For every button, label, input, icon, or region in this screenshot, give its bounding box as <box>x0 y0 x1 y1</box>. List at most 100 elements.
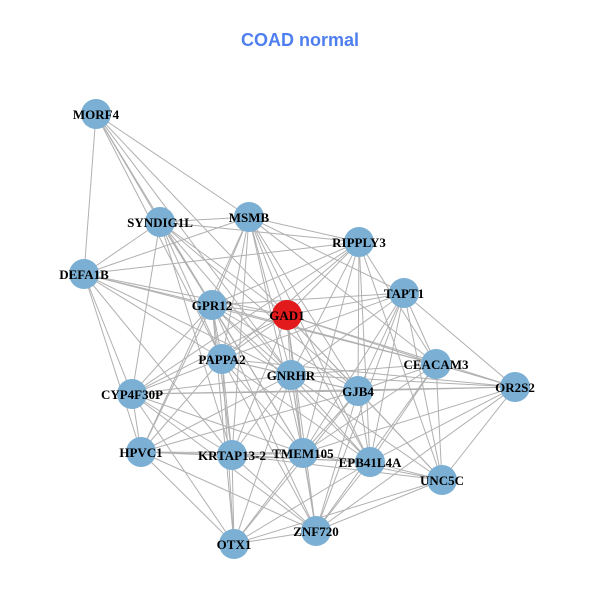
node-label: GAD1 <box>269 308 304 323</box>
edge-TAPT1-TMEM105 <box>302 292 405 454</box>
node-OR2S2[interactable] <box>500 372 530 402</box>
edge-OR2S2-ZNF720 <box>315 386 516 532</box>
edge-TAPT1-GAD1 <box>286 292 405 316</box>
edge-MSMB-HPVC1 <box>140 216 250 453</box>
node-UNC5C[interactable] <box>427 465 457 495</box>
edge-DEFA1B-PAPPA2 <box>83 273 223 360</box>
edge-RIPPLY3-TMEM105 <box>302 241 360 454</box>
edge-UNC5C-ZNF720 <box>315 479 443 532</box>
edge-MSMB-GJB4 <box>248 216 359 392</box>
edge-OR2S2-UNC5C <box>441 386 516 481</box>
edge-EPB41L4A-OTX1 <box>233 461 371 545</box>
edge-KRTAP13-2-UNC5C <box>231 454 443 481</box>
edge-MORF4-MSMB <box>95 113 250 218</box>
edge-TAPT1-UNC5C <box>403 292 443 481</box>
node-label: MSMB <box>229 210 270 225</box>
node-HPVC1[interactable] <box>126 437 156 467</box>
edge-GNRHR-OR2S2 <box>290 374 516 388</box>
edge-MSMB-DEFA1B <box>83 216 250 275</box>
edge-MSMB-KRTAP13-2 <box>231 216 250 456</box>
node-GPR12[interactable] <box>197 290 227 320</box>
edge-GPR12-OTX1 <box>211 304 235 545</box>
node-GAD1[interactable] <box>272 300 302 330</box>
node-OTX1[interactable] <box>219 529 249 559</box>
node-DEFA1B[interactable] <box>69 259 99 289</box>
edge-RIPPLY3-GAD1 <box>286 241 360 316</box>
edge-SYNDIG1L-CYP4F30P <box>131 221 161 395</box>
node-CYP4F30P[interactable] <box>117 379 147 409</box>
edge-SYNDIG1L-RIPPLY3 <box>159 221 360 243</box>
node-MORF4[interactable] <box>81 99 111 129</box>
edge-MSMB-GPR12 <box>211 216 250 306</box>
edge-CYP4F30P-TMEM105 <box>131 393 304 454</box>
edge-GJB4-OTX1 <box>233 390 359 545</box>
node-RIPPLY3[interactable] <box>344 227 374 257</box>
node-label: GPR12 <box>192 298 232 313</box>
edge-RIPPLY3-GPR12 <box>211 241 360 306</box>
node-label: UNC5C <box>420 473 464 488</box>
node-label: CEACAM3 <box>404 357 469 372</box>
edge-GJB4-UNC5C <box>357 390 443 481</box>
node-EPB41L4A[interactable] <box>355 447 385 477</box>
edge-GPR12-CYP4F30P <box>131 304 213 395</box>
edge-MORF4-DEFA1B <box>83 113 97 275</box>
edge-GJB4-HPVC1 <box>140 390 359 453</box>
edge-CYP4F30P-KRTAP13-2 <box>131 393 233 456</box>
edge-GAD1-ZNF720 <box>286 314 317 532</box>
edge-GNRHR-OTX1 <box>233 374 292 545</box>
node-GNRHR[interactable] <box>276 360 306 390</box>
node-CEACAM3[interactable] <box>421 349 451 379</box>
node-MSMB[interactable] <box>234 202 264 232</box>
edge-PAPPA2-CYP4F30P <box>131 358 223 395</box>
edge-MSMB-GAD1 <box>248 216 288 316</box>
node-label: TMEM105 <box>272 446 334 461</box>
node-label: GJB4 <box>342 384 374 399</box>
edge-RIPPLY3-EPB41L4A <box>358 241 371 463</box>
node-GJB4[interactable] <box>343 376 373 406</box>
node-label: PAPPA2 <box>198 352 245 367</box>
edge-GNRHR-UNC5C <box>290 374 443 481</box>
edge-CYP4F30P-OTX1 <box>131 393 235 545</box>
edge-RIPPLY3-DEFA1B <box>83 241 360 275</box>
edge-CEACAM3-EPB41L4A <box>369 363 437 463</box>
edge-TAPT1-GPR12 <box>211 292 405 306</box>
node-label: TAPT1 <box>384 286 424 301</box>
edge-PAPPA2-ZNF720 <box>221 358 317 532</box>
node-PAPPA2[interactable] <box>207 344 237 374</box>
node-ZNF720[interactable] <box>301 516 331 546</box>
edge-GNRHR-HPVC1 <box>140 374 292 453</box>
node-label: GNRHR <box>267 368 316 383</box>
edge-GPR12-GNRHR <box>211 304 292 376</box>
edge-SYNDIG1L-GAD1 <box>159 221 288 316</box>
node-label: HPVC1 <box>119 445 162 460</box>
node-TAPT1[interactable] <box>389 278 419 308</box>
edge-RIPPLY3-CYP4F30P <box>131 241 360 395</box>
edge-MSMB-TAPT1 <box>248 216 405 294</box>
node-label: ZNF720 <box>293 524 339 539</box>
node-SYNDIG1L[interactable] <box>145 207 175 237</box>
node-KRTAP13-2[interactable] <box>217 440 247 470</box>
node-label: DEFA1B <box>59 267 109 282</box>
node-label: OR2S2 <box>495 380 535 395</box>
edge-MSMB-TMEM105 <box>248 216 304 454</box>
edge-DEFA1B-GNRHR <box>83 273 292 376</box>
edge-RIPPLY3-GJB4 <box>357 241 360 392</box>
edge-GNRHR-CYP4F30P <box>131 374 292 395</box>
edge-OR2S2-TMEM105 <box>302 386 516 454</box>
edge-OR2S2-EPB41L4A <box>369 386 516 463</box>
edge-SYNDIG1L-DEFA1B <box>83 221 161 275</box>
edge-GPR12-HPVC1 <box>140 304 213 453</box>
edge-CEACAM3-UNC5C <box>435 363 443 481</box>
edge-TAPT1-OR2S2 <box>403 292 516 388</box>
node-TMEM105[interactable] <box>288 438 318 468</box>
edge-MORF4-GNRHR <box>95 113 292 376</box>
edge-TAPT1-ZNF720 <box>315 292 405 532</box>
edge-PAPPA2-TMEM105 <box>221 358 304 454</box>
edge-GAD1-EPB41L4A <box>286 314 371 463</box>
node-label: SYNDIG1L <box>127 215 193 230</box>
edge-GAD1-OR2S2 <box>286 314 516 388</box>
node-label: KRTAP13-2 <box>198 448 266 463</box>
edge-DEFA1B-HPVC1 <box>83 273 142 453</box>
edge-PAPPA2-KRTAP13-2 <box>221 358 233 456</box>
